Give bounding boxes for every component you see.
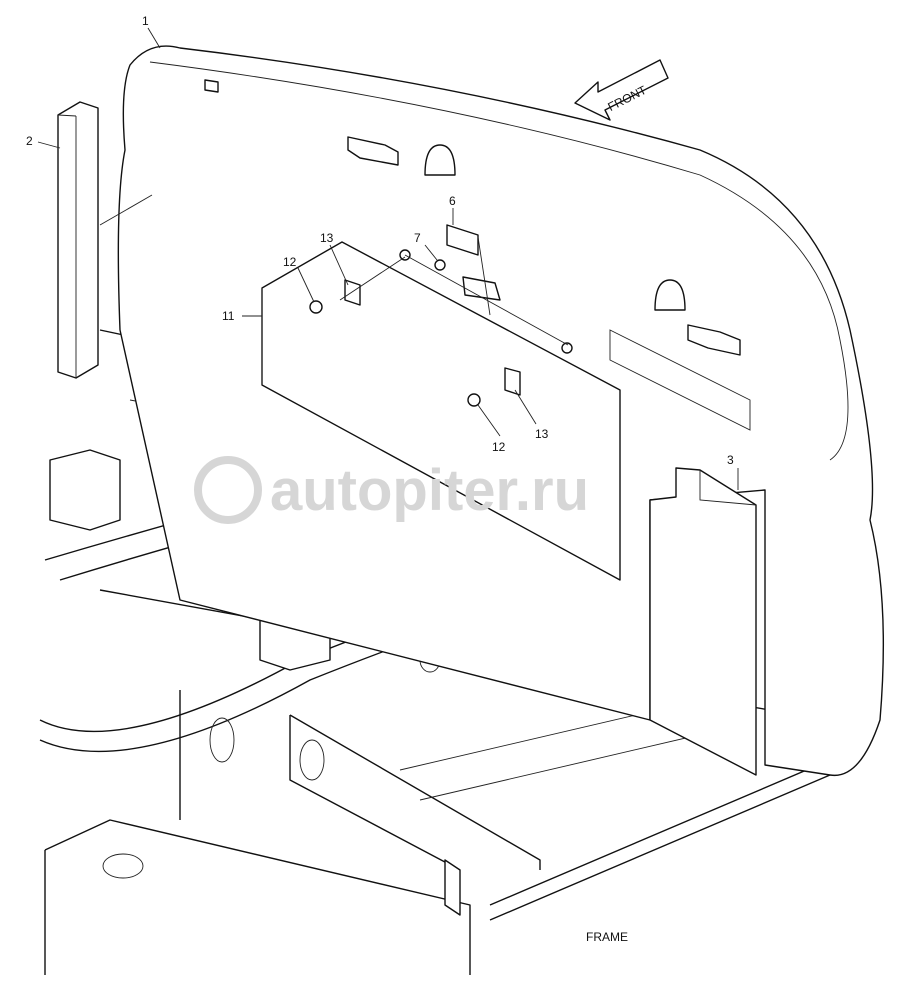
callout-1: 1 — [142, 14, 149, 28]
callout-11: 11 — [222, 309, 235, 323]
svg-text:autopiter.ru: autopiter.ru — [270, 458, 589, 523]
callout-3: 3 — [727, 453, 734, 467]
callout-6: 6 — [449, 194, 456, 208]
part-2-bar — [57, 101, 99, 379]
callout-12: 12 — [492, 440, 506, 454]
part-3-panel — [649, 467, 757, 776]
callout-13: 13 — [320, 231, 334, 245]
leader-lines — [37, 27, 739, 490]
callout-12: 12 — [283, 255, 297, 269]
watermark: autopiter.ru — [194, 456, 589, 524]
callout-2: 2 — [26, 134, 33, 148]
callout-7: 7 — [414, 231, 421, 245]
callout-13: 13 — [535, 427, 549, 441]
front-direction-arrow: FRONT — [574, 59, 669, 121]
diagram-title: FRAME — [586, 930, 628, 944]
